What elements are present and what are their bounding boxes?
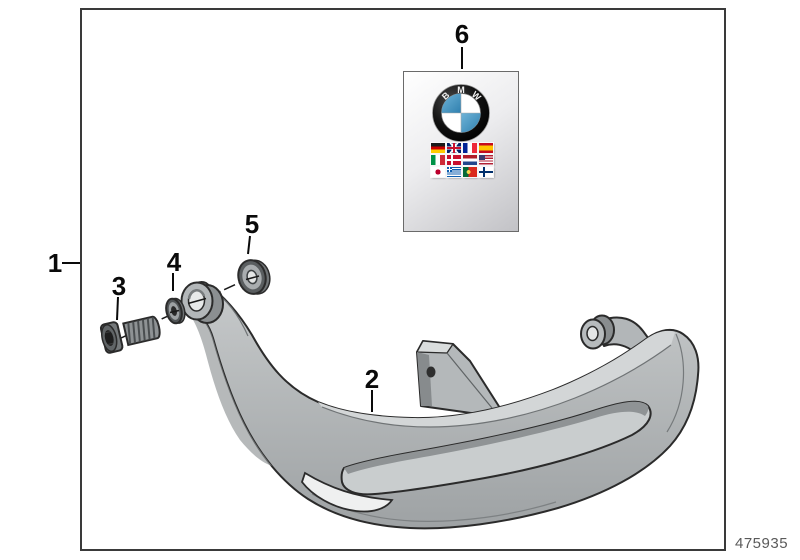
flag-france-icon — [463, 143, 477, 153]
flag-germany-icon — [431, 143, 445, 153]
callout-5-washer[interactable]: 5 — [244, 209, 260, 239]
centerline-through-holes — [169, 275, 260, 314]
bmw-roundel-logo: B M W — [432, 84, 490, 142]
flag-greece-icon — [447, 167, 461, 177]
leader-line-5 — [247, 235, 251, 255]
flag-spain-icon — [479, 143, 493, 153]
callout-1-assembly[interactable]: 1 — [47, 248, 63, 278]
grab-handle-body — [184, 281, 700, 530]
flag-usa-icon — [479, 155, 493, 165]
callout-2-grab-handle[interactable]: 2 — [364, 364, 380, 394]
bmw-sticker-card: B M W — [403, 71, 519, 232]
cutout-inner-shadow — [344, 401, 649, 474]
flag-portugal-icon — [463, 167, 477, 177]
callout-6-emblem-sticker[interactable]: 6 — [454, 19, 470, 49]
callout-leader-lines — [62, 47, 463, 412]
handle-arm-shading — [190, 312, 272, 466]
right-bracket-eyelet-hole — [586, 325, 599, 342]
flag-uk-icon — [447, 143, 461, 153]
roundel-letter-m: M — [457, 85, 465, 95]
callout-3-screw[interactable]: 3 — [111, 271, 127, 301]
flag-netherlands-icon — [463, 155, 477, 165]
drawing-number: 475935 — [735, 535, 789, 552]
roundel-letter-b: B — [440, 90, 452, 102]
flag-denmark-icon — [447, 155, 461, 165]
handle-middle-bracket — [415, 340, 501, 415]
handle-left-sliver-opening — [300, 471, 394, 513]
leader-line-3 — [116, 296, 119, 321]
screw-hex-socket — [104, 330, 114, 346]
screw — [99, 315, 161, 354]
flag-japan-icon — [431, 167, 445, 177]
flag-finland-icon — [479, 167, 493, 177]
flag-italy-icon — [431, 155, 445, 165]
flag-grid — [430, 142, 496, 178]
diagram-frame-border — [80, 8, 726, 551]
handle-eyelet-boss — [180, 281, 224, 324]
callout-4-washer[interactable]: 4 — [166, 247, 182, 277]
